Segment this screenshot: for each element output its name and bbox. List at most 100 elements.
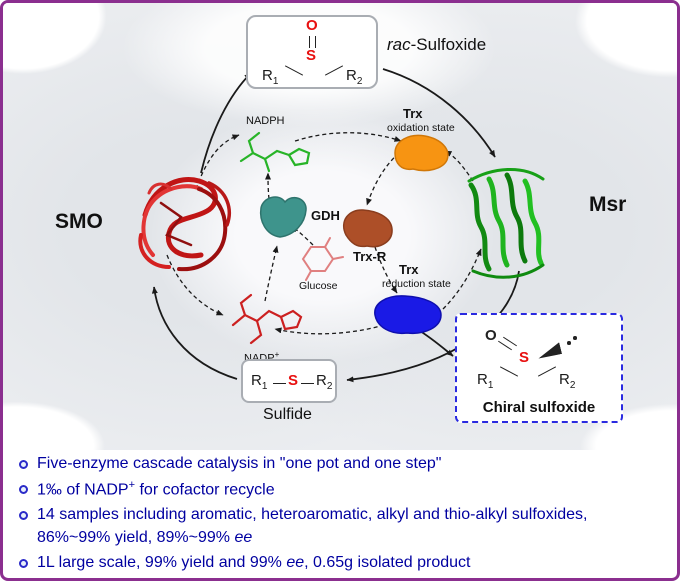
bullet-text: Five-enzyme cascade catalysis in "one po… xyxy=(37,455,442,472)
sulfide-structure-box: R1 S R2 xyxy=(241,359,337,403)
bond-line xyxy=(324,65,344,76)
bullet-circle-icon xyxy=(19,558,28,568)
msr-loop xyxy=(471,263,545,279)
glucose-sticks xyxy=(305,237,344,281)
msr-protein-structure xyxy=(467,168,545,279)
msr-helix xyxy=(486,176,510,268)
r1-letter: R xyxy=(477,371,488,388)
sulfur-atom: S xyxy=(519,349,530,366)
msr-helix xyxy=(522,178,544,266)
r2-group: R2 xyxy=(316,372,332,392)
sulfide-label: Sulfide xyxy=(263,406,312,423)
glucose-ring xyxy=(301,246,335,272)
bullet-circle-icon xyxy=(19,485,28,495)
arrow-smo-to-nadp xyxy=(166,254,224,316)
r1-group: R1 xyxy=(251,372,267,392)
nadp-superscript: + xyxy=(128,479,136,492)
bond-line xyxy=(273,383,286,384)
oxygen-atom: O xyxy=(306,17,318,34)
bullet-circle-icon xyxy=(19,460,28,469)
arrow-trx-red-to-msr xyxy=(442,248,482,310)
r2-group: R2 xyxy=(559,371,575,391)
r1-group: R1 xyxy=(262,67,278,87)
smo-label: SMO xyxy=(55,210,103,233)
chiral-sulfoxide-box: O S R1 R2 Chiral sulfoxide xyxy=(455,313,623,423)
smo-ribbon xyxy=(177,187,228,272)
bullet-text-part: 1L large scale, 99% yield and 99% xyxy=(37,553,287,571)
bullet-text-part: for cofactor recycle xyxy=(135,481,275,499)
bullet-text-part: 1‰ of NADP xyxy=(37,481,129,499)
r2-letter: R xyxy=(346,67,357,84)
gdh-label: GDH xyxy=(311,208,340,223)
bullet-text-part: 14 samples including aromatic, heteroaro… xyxy=(37,506,588,546)
rac-sulfoxide-label: rac-Sulfoxide xyxy=(387,35,486,55)
arrow-trx-ox-to-trx-r xyxy=(366,152,400,206)
bullet-item-2: 1‰ of NADP+ for cofactor recycle xyxy=(19,478,619,501)
sulfoxide-text: -Sulfoxide xyxy=(410,35,487,54)
r1-subscript: 1 xyxy=(272,76,279,87)
r1-subscript: 1 xyxy=(487,380,494,391)
smo-ribbon xyxy=(142,177,218,259)
sulfur-atom: S xyxy=(306,47,317,64)
lone-pair-dot xyxy=(573,336,577,340)
r1-subscript: 1 xyxy=(261,381,268,392)
bond-line xyxy=(499,366,519,377)
bullet-item-3: 14 samples including aromatic, heteroaro… xyxy=(19,504,619,548)
arrow-sulfide-to-smo xyxy=(151,286,238,380)
trx-ox-state-label: oxidation state xyxy=(387,122,455,134)
bullet-item-4: 1L large scale, 99% yield and 99% ee, 0.… xyxy=(19,552,619,574)
arrow-smo-to-sulfoxide xyxy=(200,72,252,174)
smo-protein-structure xyxy=(138,177,231,272)
nadp-sticks xyxy=(249,319,263,345)
bullet-text: 1L large scale, 99% yield and 99% ee, 0.… xyxy=(37,552,470,574)
nadp-plus: + xyxy=(274,350,280,359)
bond-line xyxy=(537,366,557,377)
smo-ribbon xyxy=(207,181,231,227)
double-bond-line xyxy=(309,36,310,48)
double-bond-line xyxy=(315,36,316,48)
r2-subscript: 2 xyxy=(569,380,576,391)
arrow-center-cycle-top xyxy=(294,132,402,142)
glucose-label: Glucose xyxy=(299,280,338,292)
sulfur-atom: S xyxy=(288,372,299,389)
gdh-enzyme-blob xyxy=(259,196,307,238)
nadp-sticks xyxy=(239,293,253,317)
r2-letter: R xyxy=(559,371,570,388)
nadph-sticks xyxy=(247,131,261,155)
r1-letter: R xyxy=(251,372,262,389)
nadp-ring xyxy=(279,309,303,331)
nadph-label: NADPH xyxy=(246,115,285,127)
r2-subscript: 2 xyxy=(326,381,333,392)
reaction-scheme-canvas xyxy=(138,68,545,383)
arrow-nadp-to-gdh xyxy=(264,245,279,302)
arrow-sulfoxide-to-msr xyxy=(382,68,496,158)
bullet-text: 1‰ of NADP+ for cofactor recycle xyxy=(37,478,275,501)
dashed-cycle-arrows xyxy=(166,132,482,335)
nadph-ring xyxy=(287,147,311,167)
msr-loop xyxy=(467,168,545,183)
r1-letter: R xyxy=(262,67,273,84)
bullet-circle-icon xyxy=(19,511,28,521)
trx-reduced-blob xyxy=(374,295,442,335)
trx-ox-label: Trx xyxy=(403,106,423,121)
bullet-item-1: Five-enzyme cascade catalysis in "one po… xyxy=(19,453,619,475)
smo-strand xyxy=(159,201,193,247)
ee-italic: ee xyxy=(286,553,305,571)
wedge-bond xyxy=(536,342,562,359)
trx-oxidized-blob xyxy=(394,134,449,172)
msr-helix xyxy=(504,172,528,264)
chiral-sulfoxide-label: Chiral sulfoxide xyxy=(482,399,596,416)
msr-label: Msr xyxy=(589,193,627,216)
bond-line xyxy=(284,65,304,76)
summary-bullet-list: Five-enzyme cascade catalysis in "one po… xyxy=(19,453,619,577)
smo-ribbon xyxy=(147,182,173,195)
msr-helix xyxy=(468,182,492,272)
arrow-msr-to-trx-ox xyxy=(444,150,474,182)
glucose-molecule xyxy=(301,237,344,281)
arrow-glucose-to-gdh xyxy=(291,225,314,246)
arrow-center-cycle-bottom xyxy=(274,322,392,335)
oxygen-atom: O xyxy=(485,327,497,344)
nadp-molecule xyxy=(231,293,303,345)
trx-r-label: Trx-R xyxy=(353,249,387,264)
